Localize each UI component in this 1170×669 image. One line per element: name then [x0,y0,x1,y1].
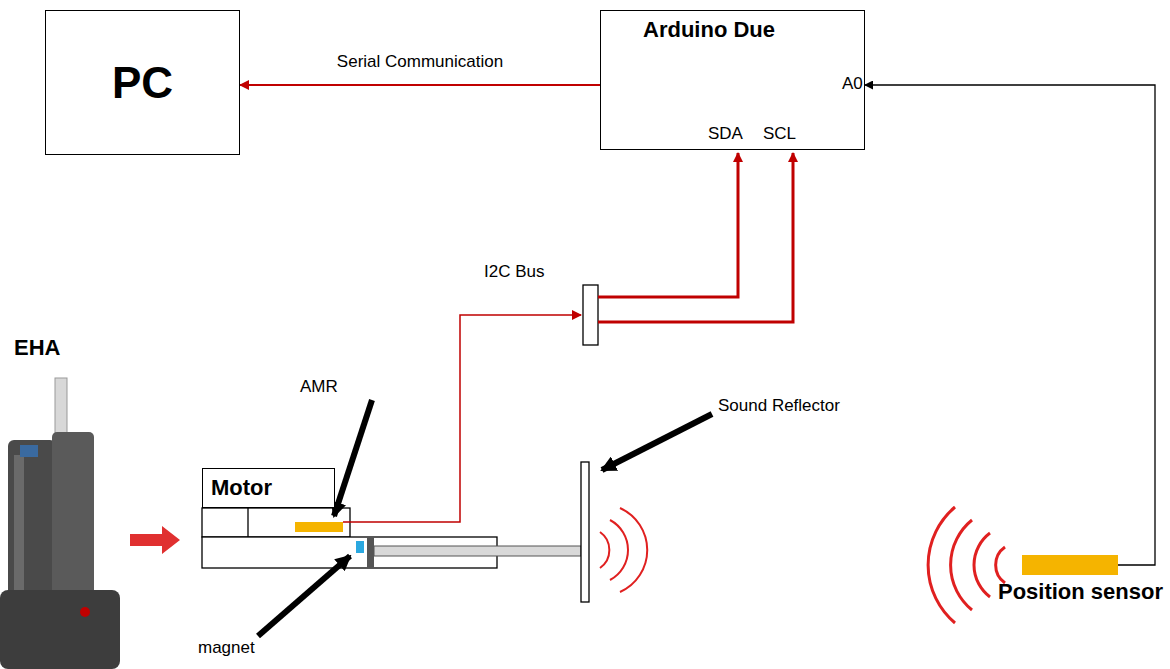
part-name: magnet [198,638,255,658]
node-text: Motor [211,475,272,501]
connector-arrow [865,85,1155,565]
connector-arrow [240,84,600,86]
piston-rod [374,546,581,556]
node-text: PC [112,58,173,108]
motor-divider [247,508,248,537]
leader-arrow [334,400,372,516]
scl-wire [598,153,793,322]
amr-sensor [295,522,343,532]
edge-label: Serial Communication [337,52,503,72]
part-name: Sound Reflector [718,396,840,416]
leader-arrow [258,556,350,636]
motor-base [202,508,350,537]
sound-waves [600,508,647,592]
i2c-connector [583,285,598,345]
motor-box: Motor [202,468,335,508]
part-name: EHA [14,335,60,361]
pin-name: A0 [842,74,863,94]
sensor-box: Position sensor [1022,555,1118,575]
part-name: AMR [300,377,338,397]
flow-arrow [130,526,180,554]
pin-name: SCL [763,124,796,144]
piston [367,537,374,568]
sound-waves [928,507,1005,623]
bus-name: I2C Bus [484,262,544,282]
sound-reflector [581,462,589,602]
magnet [356,541,364,553]
i2c-wire [343,315,581,522]
pin-name: SDA [708,124,743,144]
node-text: Arduino Due [643,17,775,43]
node-text: Position sensor [998,579,1163,605]
sda-wire [598,153,738,297]
leader-arrow [602,414,712,470]
eha-photo [0,378,120,669]
process-box: PC [45,10,240,155]
